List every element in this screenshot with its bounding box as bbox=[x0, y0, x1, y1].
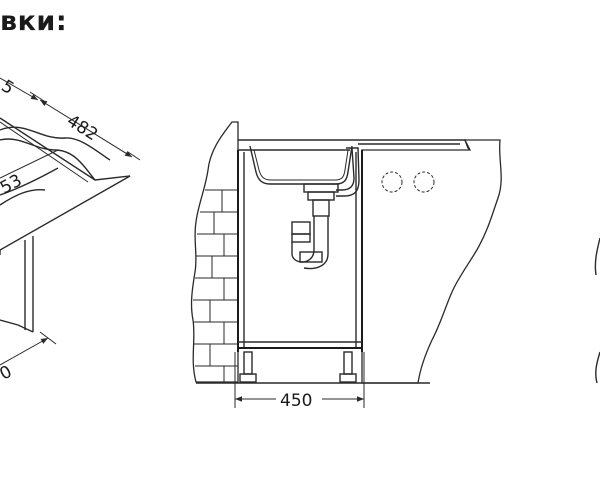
dimension-53-partial: 53 bbox=[0, 171, 25, 199]
dimension-482: 482 bbox=[63, 111, 101, 145]
dimension-450: 450 bbox=[280, 391, 312, 411]
partial-right-view bbox=[594, 237, 600, 384]
dimension-0-partial: 0 bbox=[0, 362, 15, 385]
section-sink-view: 450 bbox=[190, 121, 502, 411]
section-heading: вки: bbox=[0, 6, 68, 37]
isometric-sink-view: 482 5 53 0 bbox=[0, 76, 141, 385]
